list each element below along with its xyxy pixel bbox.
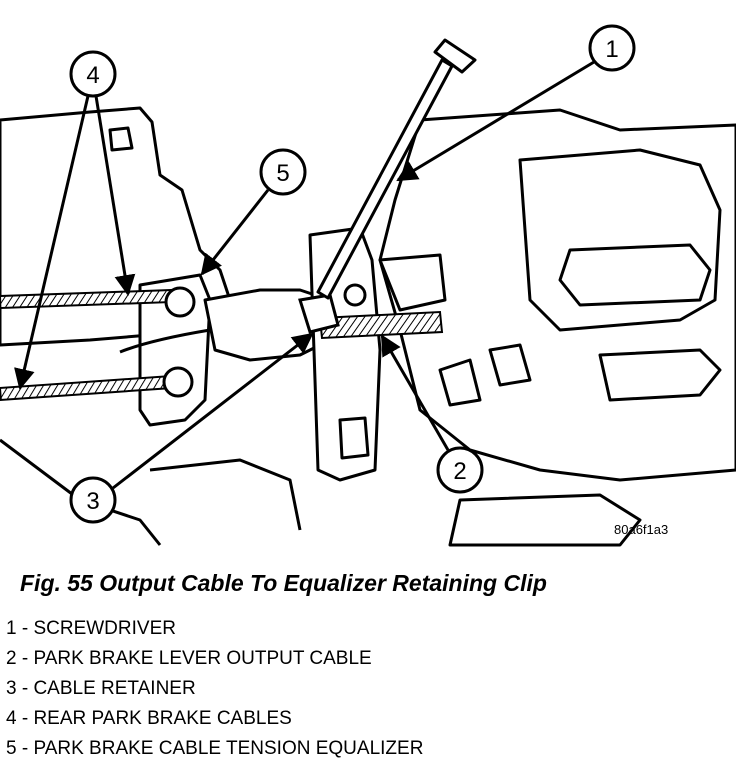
legend-item: 4 - REAR PARK BRAKE CABLES	[6, 708, 292, 729]
output-cable	[318, 310, 444, 340]
figure-code: 80a6f1a3	[614, 522, 669, 537]
callout-2: 2	[380, 334, 484, 494]
callout-number: 2	[453, 458, 466, 485]
callout-4: 4	[14, 50, 136, 391]
callout-number: 1	[605, 36, 618, 63]
screwdriver	[316, 38, 477, 300]
cable-retainer-clip	[298, 283, 367, 334]
callout-1: 1	[396, 24, 636, 182]
figure-caption: Fig. 55 Output Cable To Equalizer Retain…	[20, 570, 547, 596]
legend-item: 2 - PARK BRAKE LEVER OUTPUT CABLE	[6, 648, 372, 669]
callout-number: 4	[86, 62, 99, 89]
brake-cable-illustration: 1 2 3 4 5	[0, 24, 736, 547]
crossmember	[378, 108, 736, 547]
callout-number: 3	[86, 488, 99, 515]
legend-list: 1 - SCREWDRIVER 2 - PARK BRAKE LEVER OUT…	[6, 614, 423, 764]
callout-5: 5	[200, 148, 307, 276]
legend-item: 1 - SCREWDRIVER	[6, 618, 176, 639]
legend-item: 5 - PARK BRAKE CABLE TENSION EQUALIZER	[6, 738, 424, 759]
legend-item: 3 - CABLE RETAINER	[6, 678, 196, 699]
callout-number: 5	[276, 160, 289, 187]
callout-3: 3	[69, 332, 314, 524]
